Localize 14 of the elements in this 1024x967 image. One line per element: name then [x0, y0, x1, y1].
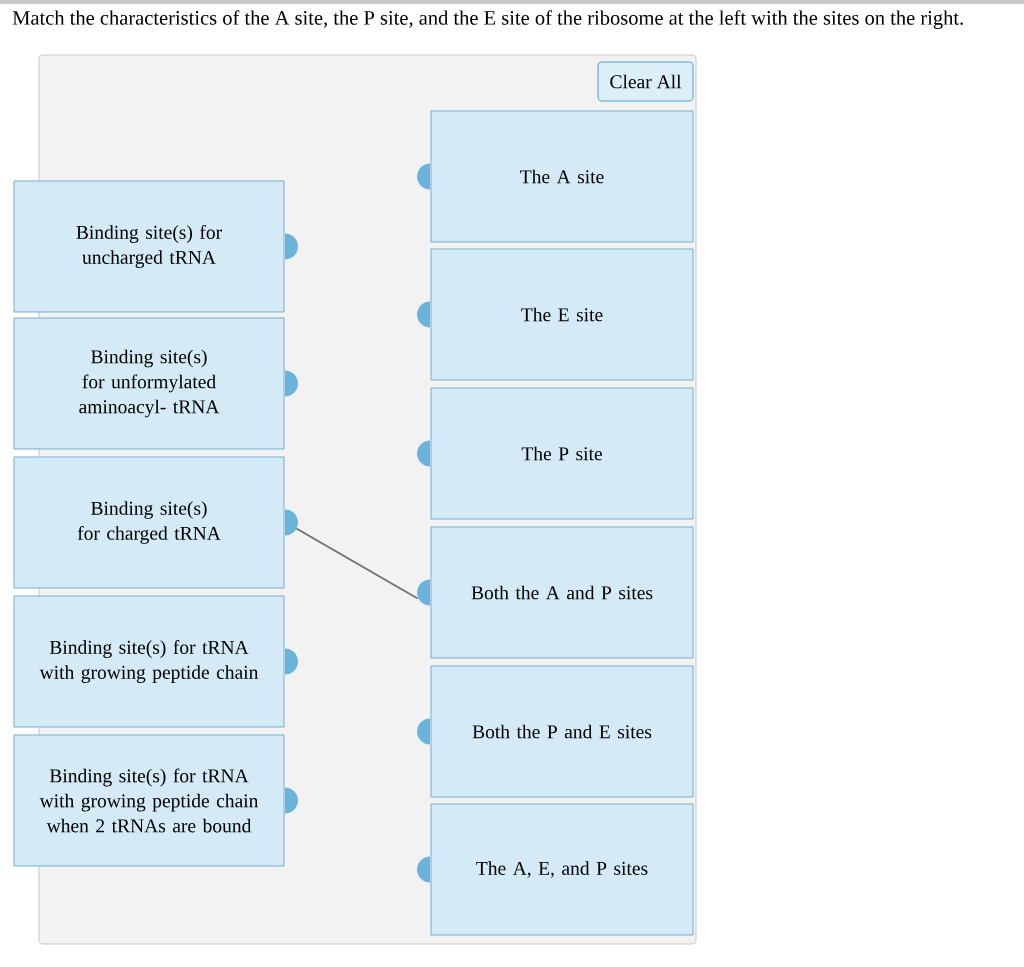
- target-box: Both the P and E sites: [430, 665, 694, 798]
- target-box: The A site: [430, 110, 694, 243]
- connector-line: [295, 527, 419, 600]
- answer-box: Binding site(s) for tRNA with growing peptide chain: [13, 595, 285, 728]
- target-box: Both the A and P sites: [430, 526, 694, 659]
- target-box: The A, E, and P sites: [430, 803, 694, 936]
- answer-box: Binding site(s) for charged tRNA: [13, 456, 285, 589]
- answer-box: Binding site(s) for uncharged tRNA: [13, 180, 285, 313]
- target-box: The E site: [430, 248, 694, 381]
- instruction-text: Match the characteristics of the A site, the P site, and the E site of the ribosome at the left with the sites on the right.: [12, 10, 963, 30]
- answer-box: Binding site(s) for tRNA with growing peptide chain when 2 tRNAs are bound: [13, 734, 285, 867]
- clear-button: Clear All: [597, 61, 694, 102]
- target-box: The P site: [430, 387, 694, 520]
- answer-box: Binding site(s) for unformylated aminoacyl- tRNA: [13, 317, 285, 450]
